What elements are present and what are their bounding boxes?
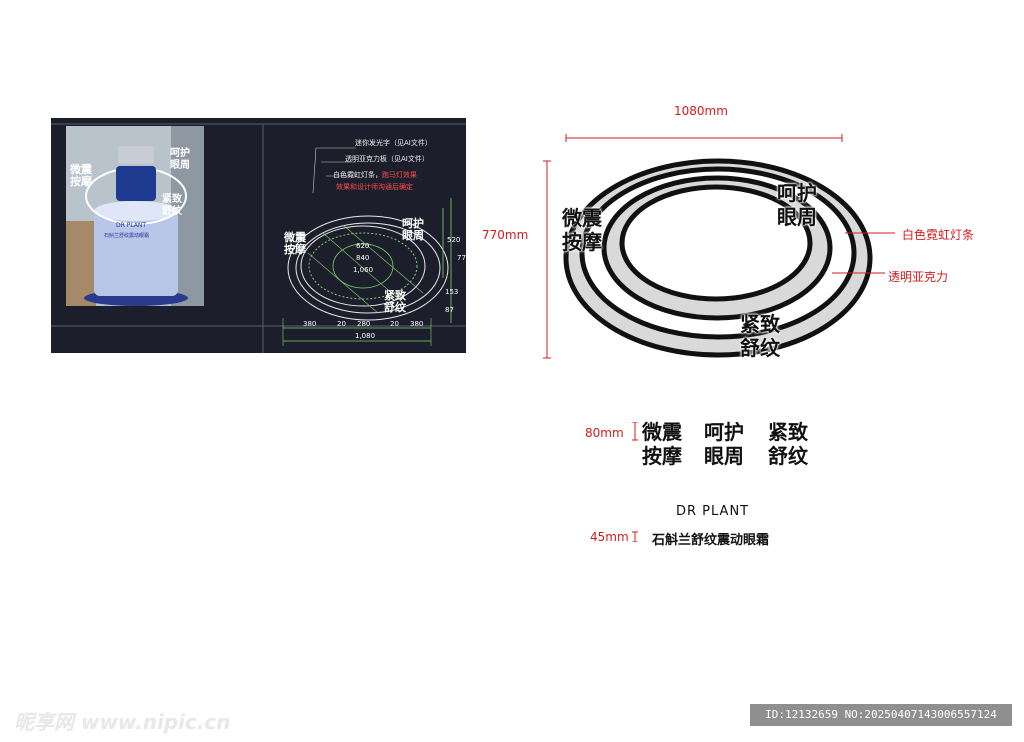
width-label: 1080mm	[674, 104, 728, 118]
display-render	[66, 126, 204, 306]
legend-brand: DR PLANT	[676, 504, 750, 519]
watermark-logo: 昵享网 www.nipic.cn	[14, 710, 231, 734]
photo-product: 石斛兰舒纹震动眼霜	[104, 233, 150, 239]
cad-annotation-1: 迷你发光字（见AI文件）	[355, 139, 432, 147]
height-label: 770mm	[482, 228, 529, 242]
callout-neon: 白色霓虹灯条	[902, 228, 975, 242]
cad-dim-right-153: 153	[445, 288, 459, 296]
legend-size-45: 45mm	[590, 530, 629, 544]
legend-word-3: 紧致 舒纹	[768, 420, 808, 468]
legend-word-2: 呵护 眼周	[704, 420, 744, 468]
legend-product: 石斛兰舒纹震动眼霜	[652, 533, 770, 548]
ring-word-eye-care: 呵护 眼周	[777, 181, 817, 229]
image-id-bar: ID:12132659 NO:20250407143006557124	[750, 704, 1012, 726]
legend-size-80: 80mm	[585, 426, 624, 440]
display-photo: 微震 按摩 呵护 眼周 紧致 舒纹 DR PLANT 石斛兰舒纹震动眼霜	[66, 126, 204, 306]
cad-dim-bottom-5: 380	[410, 320, 424, 328]
ring-diagram	[543, 134, 895, 359]
photo-word-2: 呵护 眼周	[170, 148, 190, 171]
cad-dim-right-520: 520	[447, 236, 461, 244]
cad-dim-right-770: 770	[457, 254, 471, 262]
photo-brand: DR PLANT	[116, 222, 147, 229]
cad-dim-bottom-2: 20	[337, 320, 346, 328]
cad-annotation-3: 白色霓虹灯条，跑马灯效果	[333, 171, 417, 179]
legend-word-1: 微震 按摩	[642, 420, 682, 468]
cad-dim-1060: 1,060	[353, 266, 374, 274]
cad-dim-bottom-3: 280	[357, 320, 371, 328]
cad-annotation-4: 效果和设计师沟通后确定	[336, 183, 413, 191]
cad-ring-word-1: 微震 按摩	[284, 231, 306, 256]
cad-dim-right-87: 87	[445, 306, 454, 314]
ring-word-massage: 微震 按摩	[562, 206, 602, 254]
cad-dim-620: 620	[356, 242, 370, 250]
cad-linework	[51, 123, 466, 353]
legend-size-marks	[632, 422, 638, 542]
cad-annotation-2: 透明亚克力板（见AI文件）	[345, 155, 429, 163]
ring-word-firming: 紧致 舒纹	[740, 312, 780, 360]
cad-dim-840: 840	[356, 254, 370, 262]
cad-ring-word-2: 呵护 眼周	[402, 217, 424, 242]
cad-top-view	[287, 215, 449, 321]
photo-word-3: 紧致 舒纹	[162, 194, 182, 217]
cad-dim-bottom-1: 380	[303, 320, 317, 328]
photo-word-1: 微震 按摩	[70, 163, 92, 188]
cad-ring-word-3: 紧致 舒纹	[384, 289, 406, 314]
cad-dim-bottom-4: 20	[390, 320, 399, 328]
callout-acrylic: 透明亚克力	[888, 270, 949, 284]
cad-dim-total: 1,080	[355, 332, 376, 340]
